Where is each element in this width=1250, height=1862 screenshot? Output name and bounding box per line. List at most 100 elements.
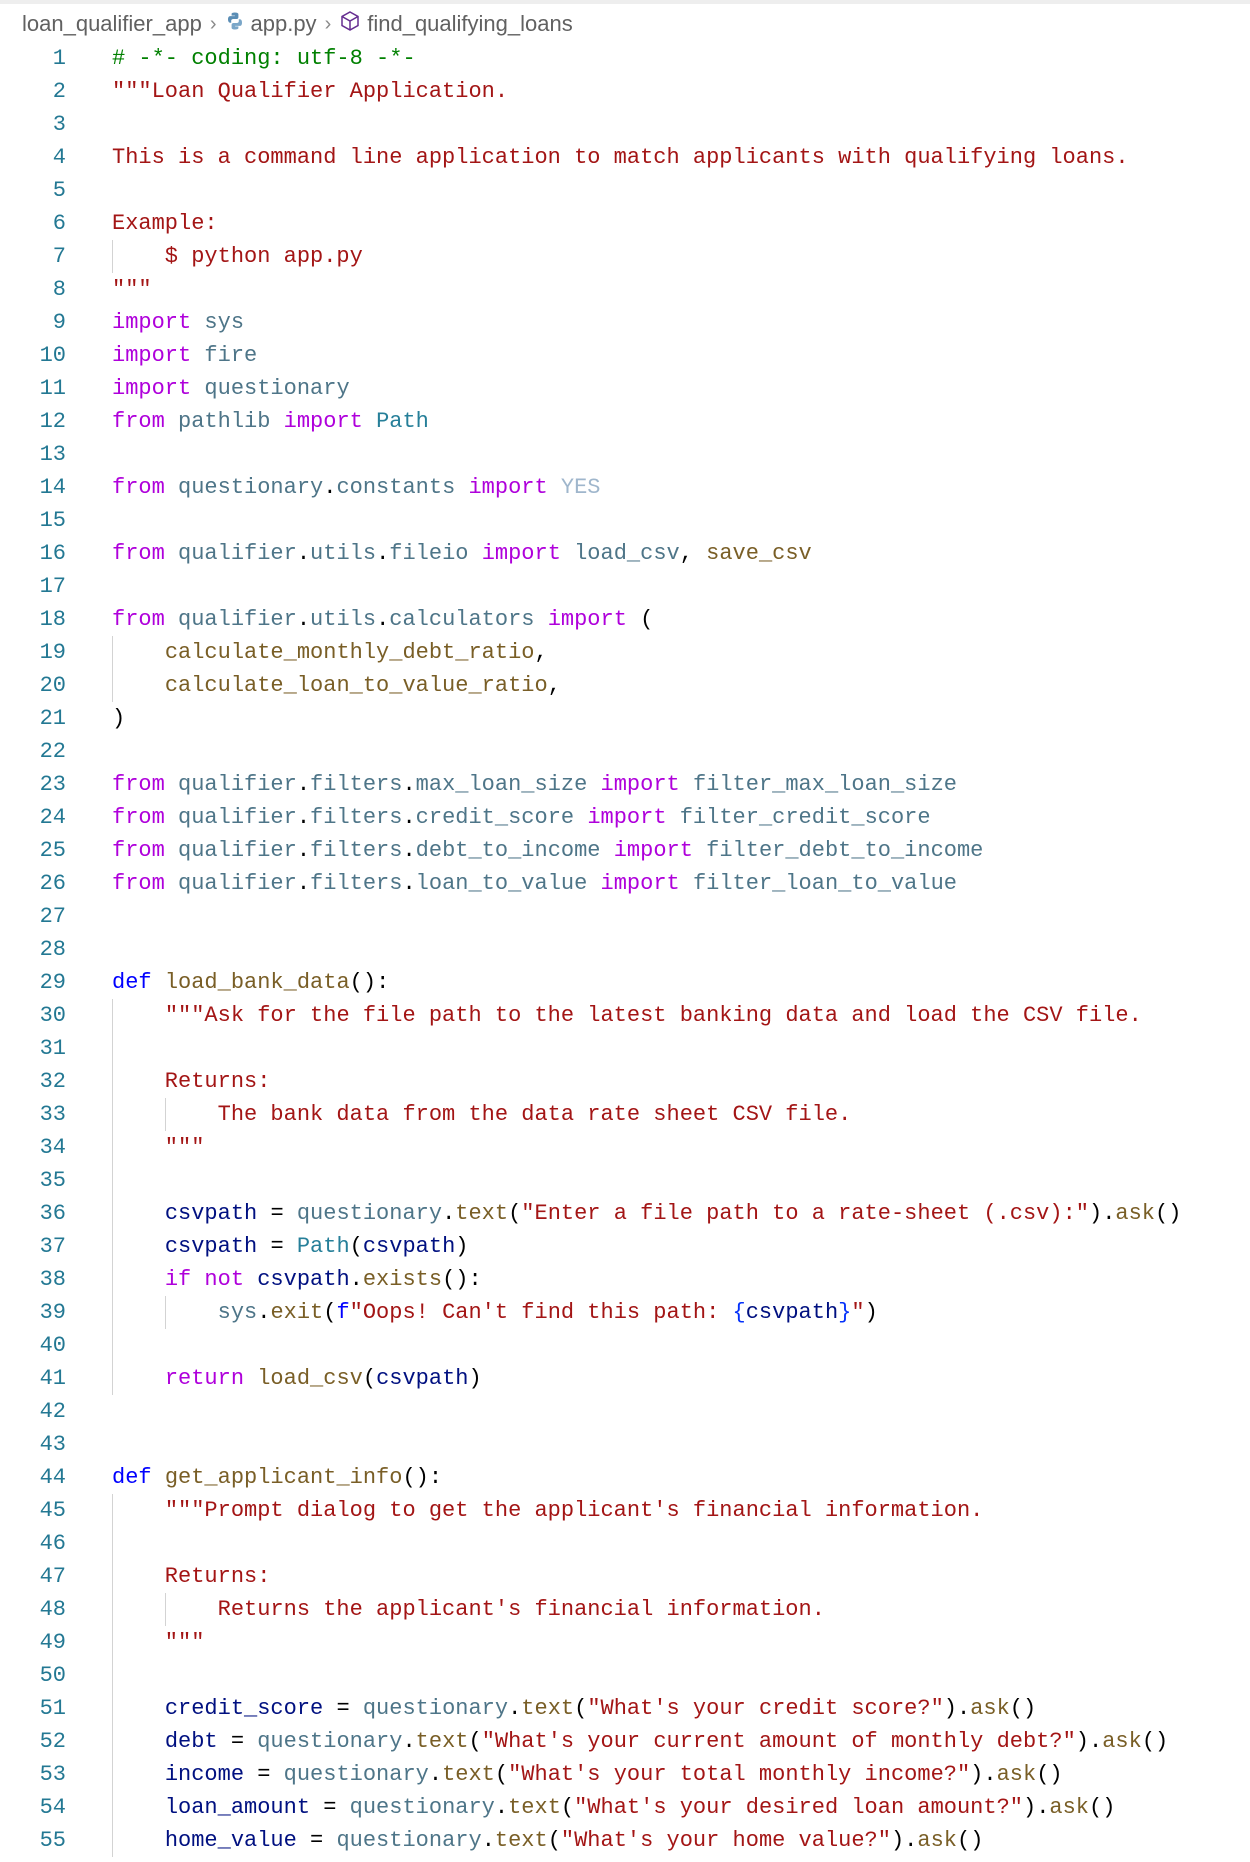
code-text: Returns: [112,1564,271,1589]
code-line[interactable]: 27 [0,900,1250,933]
code-line[interactable]: 49 """ [0,1626,1250,1659]
code-line[interactable]: 34 """ [0,1131,1250,1164]
code-line[interactable]: 45 """Prompt dialog to get the applicant… [0,1494,1250,1527]
line-number: 28 [39,937,66,962]
line-number: 41 [39,1366,66,1391]
code-line[interactable]: 15 [0,504,1250,537]
code-line[interactable]: 48 Returns the applicant's financial inf… [0,1593,1250,1626]
code-line[interactable]: 36 csvpath = questionary.text("Enter a f… [0,1197,1250,1230]
line-number: 1 [52,46,66,71]
code-line[interactable]: 31 [0,1032,1250,1065]
code-text: loan_amount = questionary.text("What's y… [164,1795,1116,1820]
code-line[interactable]: 3 [0,108,1250,141]
line-number: 2 [52,79,66,104]
code-line[interactable]: 17 [0,570,1250,603]
code-line[interactable]: 30 """Ask for the file path to the lates… [0,999,1250,1032]
code-line[interactable]: 33 The bank data from the data rate shee… [0,1098,1250,1131]
indent-guide [112,1626,113,1659]
line-number: 32 [39,1069,66,1094]
breadcrumb-symbol-label: find_qualifying_loans [367,11,573,36]
code-text: from qualifier.filters.debt_to_income im… [112,838,984,863]
line-number: 5 [52,178,66,203]
breadcrumb-item-file[interactable]: app.py [225,11,317,37]
indent-guide [112,1758,113,1791]
code-line[interactable]: 13 [0,438,1250,471]
code-line[interactable]: 53 income = questionary.text("What's you… [0,1758,1250,1791]
line-number: 20 [39,673,66,698]
indent-guide [112,1098,113,1131]
code-text: from qualifier.filters.credit_score impo… [112,805,931,830]
code-line[interactable]: 32 Returns: [0,1065,1250,1098]
code-line[interactable]: 43 [0,1428,1250,1461]
code-editor[interactable]: 1# -*- coding: utf-8 -*- 2 """Loan Qualifi… [0,42,1250,1857]
line-number: 55 [39,1828,66,1853]
code-line[interactable]: 22 [0,735,1250,768]
code-line[interactable]: 41 return load_csv(csvpath) [0,1362,1250,1395]
line-number: 39 [39,1300,66,1325]
code-line[interactable]: 1# -*- coding: utf-8 -*- [0,42,1250,75]
code-line[interactable]: 7 $ python app.py [0,240,1250,273]
code-line[interactable]: 39 sys.exit(f"Oops! Can't find this path… [0,1296,1250,1329]
code-line[interactable]: 54 loan_amount = questionary.text("What'… [0,1791,1250,1824]
code-line[interactable]: 55 home_value = questionary.text("What's… [0,1824,1250,1857]
code-text: This is a command line application to ma… [112,145,1129,170]
breadcrumb: loan_qualifier_app › app.py › find_quali… [22,6,573,42]
indent-guide [112,1659,113,1692]
breadcrumb-item-symbol[interactable]: find_qualifying_loans [339,10,573,38]
code-line[interactable]: 47 Returns: [0,1560,1250,1593]
code-line[interactable]: 38 if not csvpath.exists(): [0,1263,1250,1296]
line-number: 49 [39,1630,66,1655]
code-line[interactable]: 51 credit_score = questionary.text("What… [0,1692,1250,1725]
code-line[interactable]: 8""" [0,273,1250,306]
line-number: 44 [39,1465,66,1490]
code-line[interactable]: 40 [0,1329,1250,1362]
code-line[interactable]: 52 debt = questionary.text("What's your … [0,1725,1250,1758]
breadcrumb-item-folder[interactable]: loan_qualifier_app [22,11,202,37]
code-line[interactable]: 21) [0,702,1250,735]
code-line[interactable]: 50 [0,1659,1250,1692]
code-text: """Loan Qualifier Application. [112,79,509,104]
code-line[interactable]: 42 [0,1395,1250,1428]
code-text: import sys [112,310,245,335]
code-line[interactable]: 20 calculate_loan_to_value_ratio, [0,669,1250,702]
line-number: 37 [39,1234,66,1259]
line-number: 3 [52,112,66,137]
code-text: from qualifier.filters.max_loan_size imp… [112,772,957,797]
line-number: 40 [39,1333,66,1358]
code-text: from qualifier.utils.calculators import … [112,607,654,632]
code-line[interactable]: 2 """Loan Qualifier Application. [0,75,1250,108]
code-line[interactable]: 35 [0,1164,1250,1197]
code-line[interactable]: 19 calculate_monthly_debt_ratio, [0,636,1250,669]
code-text: Example: [112,211,218,236]
code-line[interactable]: 28 [0,933,1250,966]
indent-guide [112,1527,113,1560]
symbol-method-cube-icon [339,10,361,38]
indent-guide [112,1791,113,1824]
code-line[interactable]: 46 [0,1527,1250,1560]
code-line[interactable]: 37 csvpath = Path(csvpath) [0,1230,1250,1263]
line-number: 26 [39,871,66,896]
code-text: """ [112,277,152,302]
indent-guide [112,1131,113,1164]
line-number: 53 [39,1762,66,1787]
code-text: return load_csv(csvpath) [164,1366,482,1391]
code-text: income = questionary.text("What's your t… [164,1762,1063,1787]
code-line[interactable]: 5 [0,174,1250,207]
indent-guide [112,1362,113,1395]
indent-guide [112,1065,113,1098]
